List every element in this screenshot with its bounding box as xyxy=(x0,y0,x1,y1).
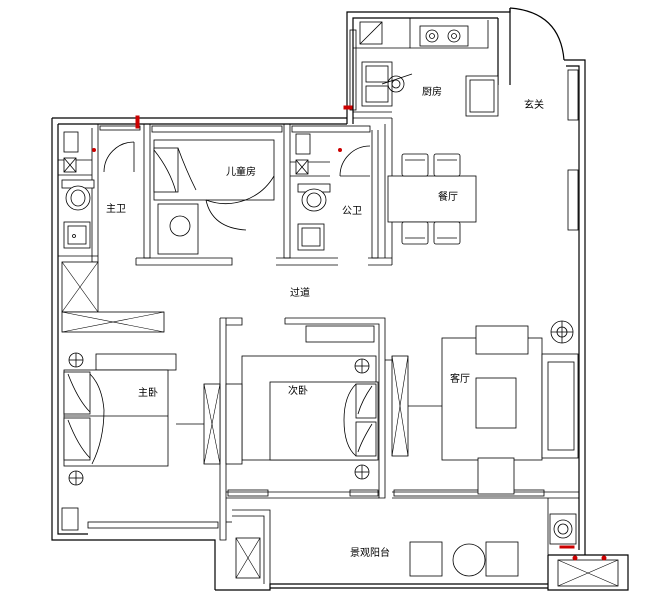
balcony-chair-icon xyxy=(409,541,443,577)
living-room-fixtures xyxy=(391,320,579,495)
label-master-bedroom: 主卧 xyxy=(138,386,158,399)
fridge-icon xyxy=(465,75,499,117)
coffee-table-icon xyxy=(475,377,517,429)
label-dining: 餐厅 xyxy=(438,190,458,203)
interior-walls xyxy=(58,111,579,584)
kids-desk-icon xyxy=(157,203,199,255)
tv-stand-icon xyxy=(477,457,515,495)
master-bath-fixtures xyxy=(58,131,135,249)
label-second-bedroom: 次卧 xyxy=(288,384,308,397)
label-kids-room: 儿童房 xyxy=(226,165,256,178)
public-bath-fixtures xyxy=(290,133,371,251)
corridor-cabinets xyxy=(61,261,165,333)
toilet-icon xyxy=(65,185,91,211)
chair-icon xyxy=(401,221,429,245)
chair-icon xyxy=(401,153,429,177)
label-living-room: 客厅 xyxy=(450,372,470,385)
kitchen-sink-icon xyxy=(361,61,393,107)
stove-icon xyxy=(419,25,469,47)
markers xyxy=(135,105,575,549)
label-public-bath: 公卫 xyxy=(342,206,362,217)
sofa-icon xyxy=(541,353,579,459)
kitchen-fixtures xyxy=(353,18,499,117)
label-entrance: 玄关 xyxy=(524,98,544,111)
shower-icon xyxy=(63,131,79,153)
label-kitchen: 厨房 xyxy=(422,85,442,98)
chair-icon xyxy=(433,221,461,245)
second-bedroom-fixtures xyxy=(176,325,379,480)
dining-table-icon xyxy=(387,175,477,223)
room-labels: 厨房 玄关 主卫 儿童房 公卫 餐厅 过道 主卧 次卧 客厅 景观阳台 xyxy=(106,85,544,559)
label-balcony: 景观阳台 xyxy=(350,546,390,559)
windows xyxy=(87,29,579,529)
second-wardrobe xyxy=(225,383,243,465)
shower-icon-2 xyxy=(295,133,311,155)
kids-room-fixtures xyxy=(153,139,275,255)
dining-table-set xyxy=(387,153,477,245)
master-bedroom-fixtures xyxy=(61,352,221,531)
label-corridor: 过道 xyxy=(290,286,310,299)
chair-icon xyxy=(433,153,461,177)
balcony-chair-icon xyxy=(485,541,519,577)
balcony-table-icon xyxy=(452,543,486,577)
balcony-fixtures xyxy=(235,513,619,587)
toilet-icon-2 xyxy=(301,188,327,212)
armchair-icon xyxy=(475,325,529,355)
label-master-bath: 主卫 xyxy=(106,203,126,215)
outer-walls xyxy=(51,7,629,591)
